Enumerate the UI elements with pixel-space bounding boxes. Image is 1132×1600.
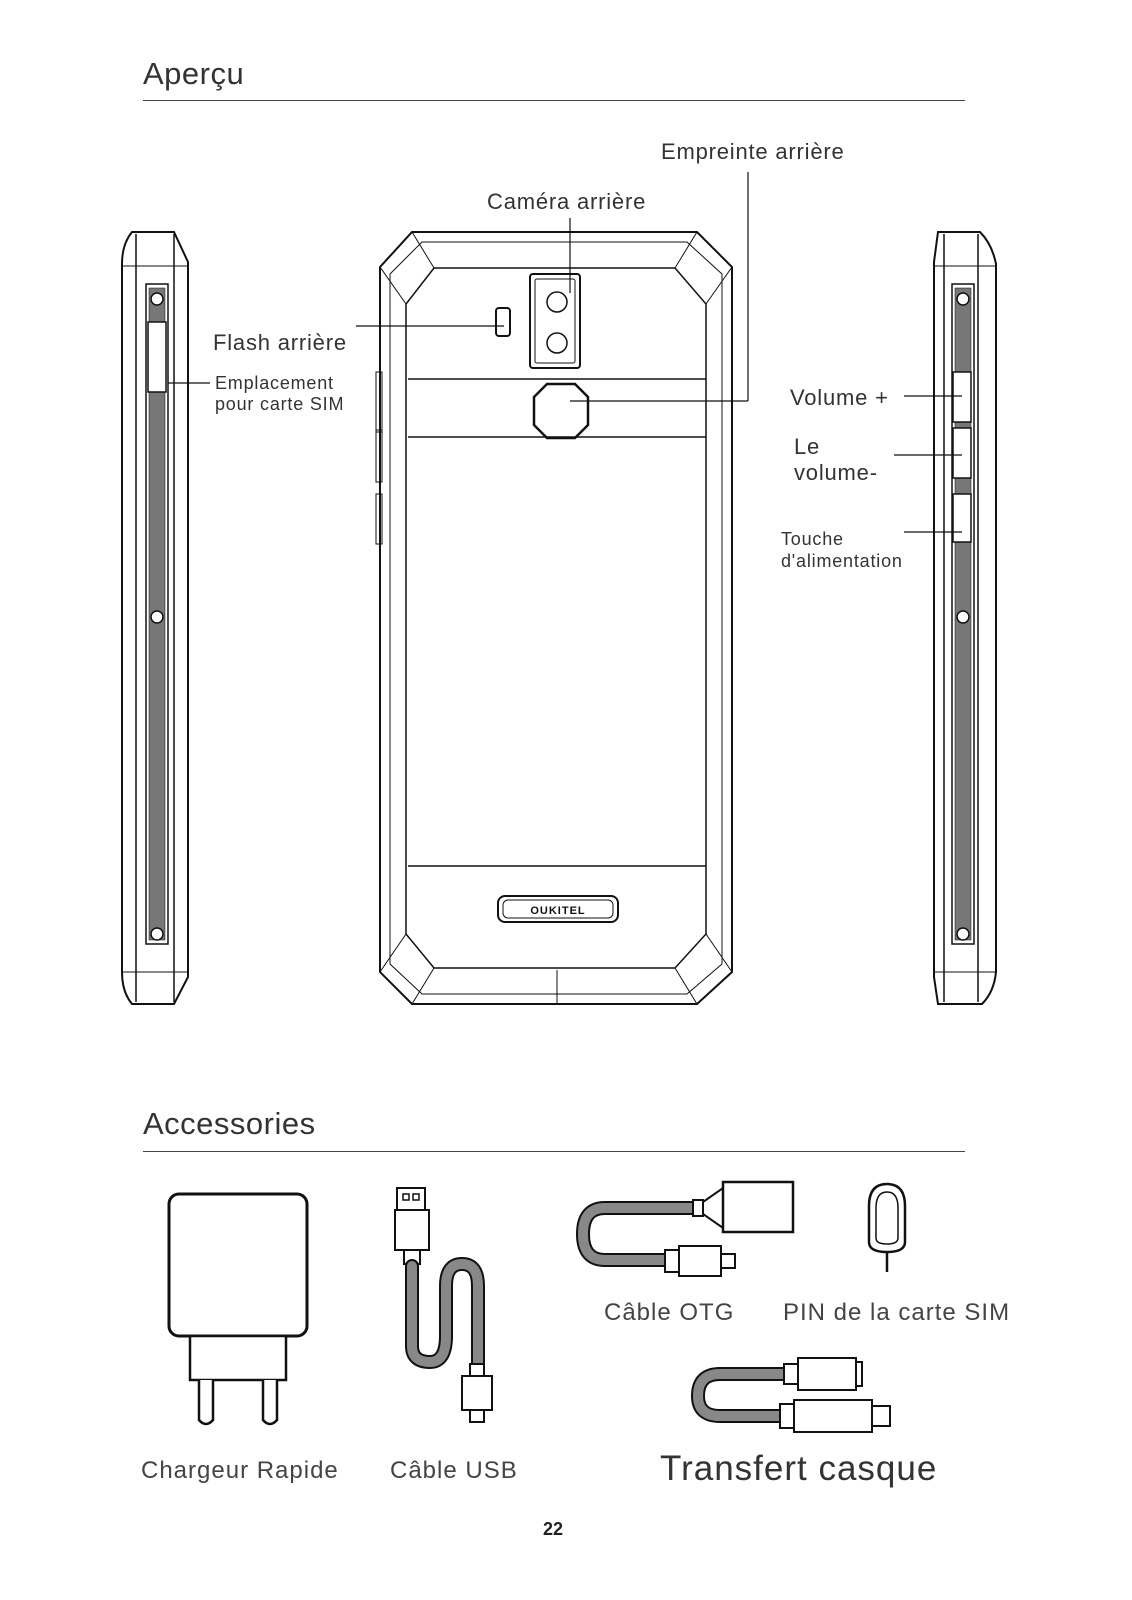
usb-cable-icon: [394, 1187, 493, 1423]
otg-cable-icon: [575, 1180, 795, 1277]
label-rear-fingerprint: Empreinte arrière: [661, 139, 845, 164]
label-headset-adapter: Transfert casque: [660, 1449, 938, 1488]
phone-back-illustration: OUKITEL: [375, 231, 733, 1005]
label-volume-down-line1: Le: [794, 434, 821, 459]
phone-right-side-illustration: [933, 231, 997, 1005]
sim-pin-icon: [867, 1182, 907, 1272]
headset-adapter-icon: [690, 1357, 891, 1433]
label-usb-cable: Câble USB: [390, 1457, 518, 1484]
label-power-key-line1: Touche: [781, 529, 844, 549]
label-volume-down-line2: volume-: [794, 460, 878, 485]
label-power-key-line2: d'alimentation: [781, 551, 903, 571]
accessories-title: Accessories: [143, 1106, 316, 1141]
label-rear-flash: Flash arrière: [213, 330, 347, 355]
charger-icon: [167, 1192, 309, 1426]
callout-lines: [168, 172, 962, 533]
label-fast-charger: Chargeur Rapide: [141, 1457, 339, 1484]
label-otg-cable: Câble OTG: [604, 1299, 735, 1326]
label-sim-pin: PIN de la carte SIM: [783, 1299, 1011, 1326]
label-sim-slot: Emplacement pour carte SIM: [215, 373, 345, 414]
phone-left-side-illustration: [121, 231, 189, 1005]
label-rear-camera: Caméra arrière: [487, 189, 647, 214]
overview-divider: [143, 100, 965, 101]
page-number: 22: [543, 1519, 564, 1539]
accessories-divider: [143, 1151, 965, 1152]
label-volume-up: Volume +: [790, 385, 889, 410]
overview-title: Aperçu: [143, 56, 245, 91]
brand-logo: OUKITEL: [530, 905, 585, 917]
